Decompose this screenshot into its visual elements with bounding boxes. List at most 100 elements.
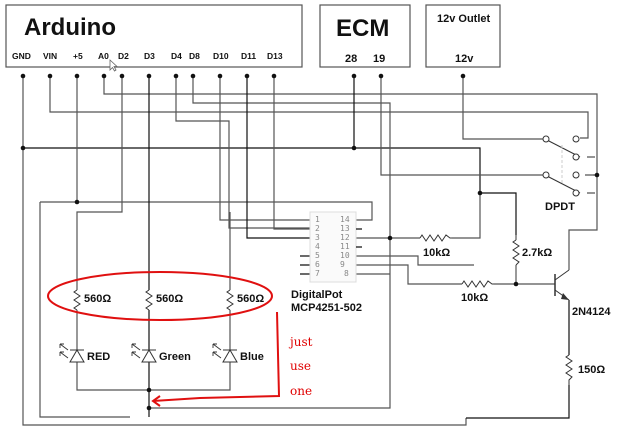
resistor-base: 10kΩ: [461, 280, 494, 304]
svg-text:Green: Green: [159, 351, 191, 363]
r-pullup-label: 2.7kΩ: [522, 247, 552, 259]
wire-d13: [273, 76, 310, 230]
led-red: RED: [59, 343, 110, 363]
svg-text:560Ω: 560Ω: [84, 293, 111, 305]
annotation-text-3: one: [290, 384, 312, 398]
pin-d4: D4: [171, 51, 182, 61]
svg-text:12: 12: [340, 233, 350, 242]
wire-switch-stubs: [587, 156, 595, 194]
resistor-emitter: 150Ω: [565, 354, 605, 385]
transistor-label: 2N4124: [572, 306, 611, 318]
arduino-title: Arduino: [24, 14, 116, 41]
pin-vin: VIN: [43, 51, 57, 61]
wire-d10: [219, 76, 310, 221]
wire-emitter2: [466, 385, 570, 419]
wire-5v-bus: [40, 201, 373, 221]
svg-text:9: 9: [340, 260, 345, 269]
wire-a0: [103, 76, 598, 176]
arduino-box: [5, 4, 303, 68]
svg-text:560Ω: 560Ω: [237, 293, 264, 305]
mouse-cursor-icon: [109, 59, 119, 72]
wire-vin: [49, 76, 589, 139]
svg-text:3: 3: [315, 233, 320, 242]
outlet-box: [425, 4, 501, 68]
wire-pot12b: [452, 193, 481, 239]
svg-text:8: 8: [344, 269, 349, 278]
resistor-led-green: 560Ω: [145, 289, 183, 311]
svg-text:11: 11: [340, 242, 350, 251]
light-arrows-icon: [131, 343, 141, 359]
resistor-led-blue: 560Ω: [226, 289, 264, 311]
r-base-label: 10kΩ: [461, 292, 488, 304]
wire-collector: [568, 175, 598, 270]
wire-d2: [76, 76, 123, 290]
svg-text:Blue: Blue: [240, 351, 264, 363]
wire-pot9: [356, 264, 462, 285]
wire-pot10: [356, 255, 474, 266]
wire-gnd-bus: [23, 147, 517, 235]
resistor-pot: 10kΩ: [419, 234, 452, 259]
pin-a0: A0: [98, 51, 109, 61]
pot-right-pins: 14 13 12 11 10 9 8: [340, 215, 350, 278]
light-arrows-icon: [212, 343, 222, 359]
annotation-line: [152, 311, 281, 402]
svg-text:2: 2: [315, 224, 320, 233]
led-blue: Blue: [212, 343, 264, 363]
arduino-block: Arduino GND VIN +5 A0 D2 D3 D4 D8 D10 D1…: [5, 4, 303, 72]
dpdt-switch: DPDT: [542, 135, 581, 213]
svg-text:4: 4: [315, 242, 320, 251]
wire-pot-stubs: [300, 255, 310, 275]
ecm-box: [319, 4, 411, 68]
wire-d11: [246, 76, 310, 239]
svg-text:14: 14: [340, 215, 350, 224]
digital-pot: 1 2 3 4 5 6 7 14 13 12 11 10 9 8 Digital…: [291, 211, 362, 314]
r-pot-label: 10kΩ: [423, 247, 450, 259]
wire-d4: [175, 76, 310, 229]
led-green: Green: [131, 343, 191, 363]
wire-12v: [462, 76, 545, 140]
light-arrows-icon: [59, 343, 69, 359]
svg-text:6: 6: [315, 260, 320, 269]
outlet-block: 12v Outlet 12v: [425, 4, 501, 68]
outlet-title: 12v Outlet: [437, 13, 491, 25]
wire-d8: [149, 76, 391, 409]
annotation-ellipse: [47, 271, 273, 321]
pin-gnd: GND: [12, 51, 31, 61]
wire-led-red: [76, 310, 149, 391]
svg-text:13: 13: [340, 224, 350, 233]
svg-text:10: 10: [340, 251, 350, 260]
wire-gnd: [22, 76, 467, 426]
pin-5v: +5: [73, 51, 83, 61]
wire-ecm19: [380, 76, 545, 176]
pin-d2: D2: [118, 51, 129, 61]
svg-text:RED: RED: [87, 351, 110, 363]
pot-left-pins: 1 2 3 4 5 6 7: [315, 215, 320, 278]
pin-d8: D8: [189, 51, 200, 61]
annotation-text-2: use: [290, 359, 311, 373]
resistor-pullup: 2.7kΩ: [512, 239, 552, 266]
dpdt-label: DPDT: [545, 201, 575, 213]
annotation-arrowhead-icon: [151, 395, 161, 407]
annotation-text-1: just: [288, 335, 313, 349]
digipot-part: MCP4251-502: [291, 302, 362, 314]
ecm-title: ECM: [336, 15, 389, 42]
wires: [22, 76, 598, 426]
terminal-dots: [20, 73, 600, 411]
pin-d3: D3: [144, 51, 155, 61]
pin-outlet-12v: 12v: [455, 53, 474, 65]
pin-d13: D13: [267, 51, 283, 61]
ecm-block: ECM 28 19: [319, 4, 411, 68]
pin-d10: D10: [213, 51, 229, 61]
pin-ecm-28: 28: [345, 53, 357, 65]
r-emitter-label: 150Ω: [578, 364, 605, 376]
transistor: 2N4124: [554, 269, 611, 318]
annotation: just use one: [47, 271, 313, 407]
svg-text:5: 5: [315, 251, 320, 260]
pin-ecm-19: 19: [373, 53, 385, 65]
digipot-name: DigitalPot: [291, 289, 343, 301]
wire-left-frame: [39, 202, 130, 418]
resistor-led-red: 560Ω: [73, 289, 111, 311]
svg-text:7: 7: [315, 269, 320, 278]
pin-d11: D11: [241, 51, 256, 61]
